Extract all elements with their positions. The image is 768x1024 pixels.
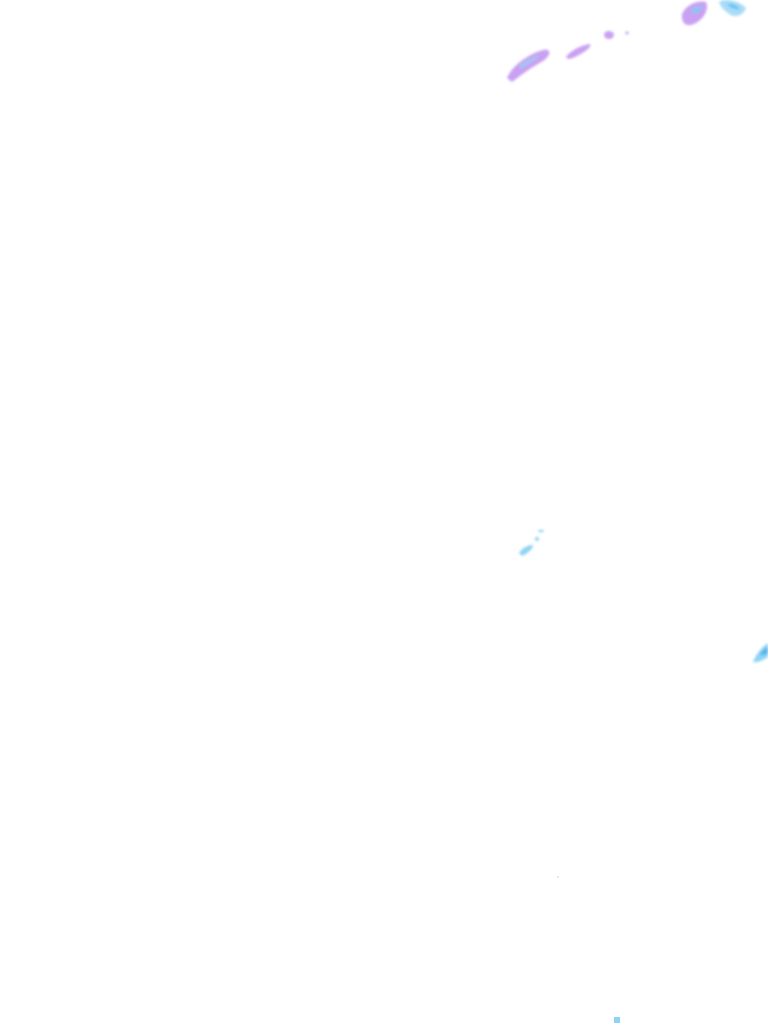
precip-cell [538, 529, 544, 533]
precip-cell [614, 1017, 620, 1023]
precip-cell [604, 31, 614, 39]
precip-cell [753, 643, 768, 663]
precip-cell [625, 31, 629, 35]
precip-cell-core [691, 6, 703, 14]
precip-cell [566, 44, 591, 59]
precip-cell-core [760, 647, 768, 656]
precip-band-bottom [557, 876, 620, 1023]
precip-band-top [507, 0, 746, 82]
precip-band-middle [519, 529, 768, 663]
precip-cell [507, 49, 550, 82]
precip-cell-core [727, 3, 740, 10]
precip-cell-core [519, 55, 540, 69]
precip-cell [519, 545, 533, 556]
precip-cell [557, 876, 559, 878]
precip-cell [535, 537, 539, 541]
